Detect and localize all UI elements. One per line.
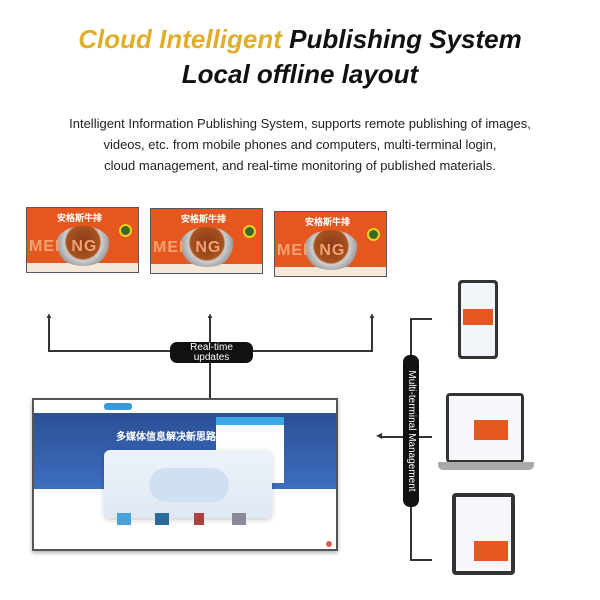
connector-line (410, 559, 432, 561)
feature-icon (194, 513, 204, 525)
badge-icon (243, 225, 256, 238)
badge-icon (367, 228, 380, 241)
food-pot-image (55, 226, 111, 266)
connector-line (410, 436, 432, 438)
title-rest: Publishing System (289, 24, 522, 54)
ad-strip (151, 264, 262, 273)
arrow-up-icon: ▲ (45, 311, 53, 320)
feature-icon (155, 513, 169, 525)
arrow-up-icon: ▲ (368, 311, 376, 320)
badge-icon (119, 224, 132, 237)
description-line: cloud management, and real-time monitori… (104, 158, 496, 173)
description-line: Intelligent Information Publishing Syste… (69, 116, 531, 131)
tablet-device (452, 493, 515, 575)
description-line: videos, etc. from mobile phones and comp… (103, 137, 497, 152)
title-highlight: Cloud Intelligent (78, 24, 282, 54)
cloud-icon (104, 450, 272, 518)
chat-icon[interactable] (326, 541, 332, 547)
multi-terminal-label: Multi-terminal Management (403, 355, 419, 507)
feature-icon (117, 513, 131, 525)
laptop-device (446, 393, 524, 463)
food-pot-image (303, 230, 359, 270)
arrow-left-icon: ◀ (376, 431, 383, 440)
ad-bg-text: MEI NG (153, 239, 222, 256)
page-subtitle: Local offline layout (181, 59, 419, 89)
connector-line (410, 318, 432, 320)
ad-headline: 安格斯牛排 (305, 217, 351, 227)
page-title: Cloud Intelligent Publishing System (0, 24, 600, 55)
laptop-base (438, 462, 534, 470)
feature-icon (232, 513, 246, 525)
label-line: updates (193, 352, 230, 363)
site-logo (104, 403, 132, 410)
label-text: Multi-terminal Management (406, 370, 417, 492)
description: Intelligent Information Publishing Syste… (0, 113, 600, 176)
display-screen-2: MEI NG 安格斯牛排 (150, 208, 263, 274)
ad-headline: 安格斯牛排 (181, 214, 227, 224)
phone-device (458, 280, 498, 359)
connector-line (381, 436, 411, 438)
arrow-up-icon: ▲ (206, 311, 214, 320)
label-line: Real-time (190, 342, 233, 353)
monitor-website: 多媒体信息解决新思路 (32, 398, 338, 551)
banner-text: 多媒体信息解决新思路 (116, 432, 216, 443)
connector-line (371, 316, 373, 351)
ad-bg-text: MEI NG (29, 238, 98, 255)
ad-strip (275, 267, 386, 276)
ad-bg-text: MEI NG (277, 242, 346, 259)
ad-headline: 安格斯牛排 (57, 213, 103, 223)
ad-strip (27, 263, 138, 272)
food-pot-image (179, 227, 235, 267)
connector-line (48, 316, 50, 351)
display-screen-3: MEI NG 安格斯牛排 (274, 211, 387, 277)
site-nav (34, 400, 336, 413)
display-screen-1: MEI NG 安格斯牛排 (26, 207, 139, 273)
